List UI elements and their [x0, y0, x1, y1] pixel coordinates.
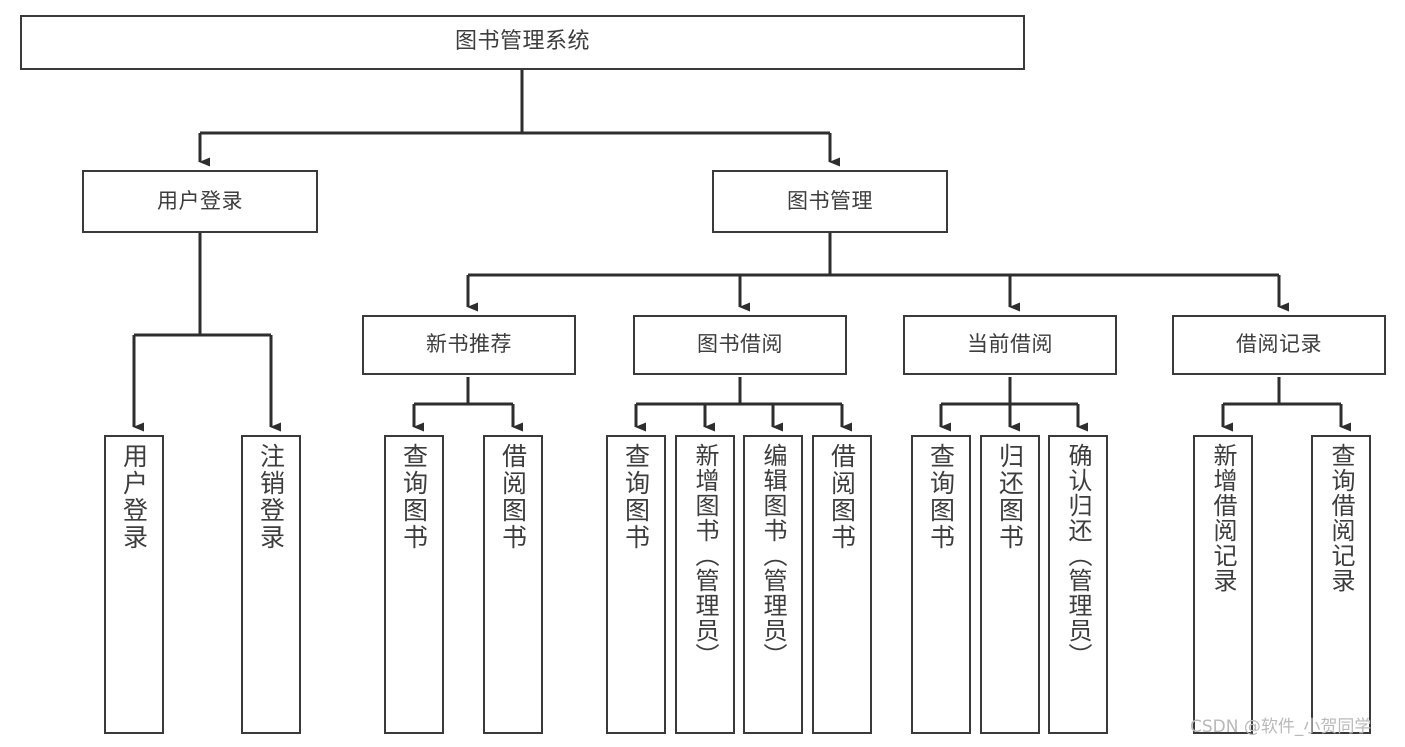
- node-label: 归还图书: [995, 443, 1025, 551]
- node-label: 图书借阅: [697, 332, 783, 357]
- node-user-login[interactable]: 用户登录: [82, 170, 318, 233]
- leaf-return-book[interactable]: 归还图书: [980, 435, 1040, 734]
- node-new-book-recommendation[interactable]: 新书推荐: [362, 315, 576, 375]
- leaf-logout[interactable]: 注销登录: [241, 435, 301, 734]
- node-book-borrowing[interactable]: 图书借阅: [633, 315, 847, 375]
- node-root-book-management-system[interactable]: 图书管理系统: [20, 15, 1025, 70]
- node-label: 注销登录: [256, 443, 286, 551]
- leaf-borrow-book[interactable]: 借阅图书: [812, 435, 872, 734]
- node-label: 借阅记录: [1236, 332, 1322, 357]
- node-label: 图书管理系统: [454, 29, 590, 55]
- leaf-query-book-current[interactable]: 查询图书: [911, 435, 971, 734]
- node-label: 图书管理: [787, 188, 873, 213]
- watermark: CSDN @软件_小贺同学: [1190, 717, 1372, 737]
- node-label: 借阅图书: [827, 443, 857, 551]
- leaf-user-login[interactable]: 用户登录: [104, 435, 164, 734]
- node-label: 新书推荐: [426, 332, 512, 357]
- node-label: 当前借阅: [967, 332, 1053, 357]
- node-label: 查询图书: [399, 443, 429, 551]
- node-label: 新增借阅记录: [1209, 443, 1237, 593]
- leaf-confirm-return-admin[interactable]: 确认归还（管理员）: [1048, 435, 1108, 734]
- node-label: 新增图书（管理员）: [691, 443, 719, 668]
- node-borrowing-record[interactable]: 借阅记录: [1172, 315, 1386, 375]
- node-label: 查询借阅记录: [1327, 443, 1355, 593]
- leaf-edit-book-admin[interactable]: 编辑图书（管理员）: [743, 435, 803, 734]
- leaf-query-book-new[interactable]: 查询图书: [384, 435, 444, 734]
- leaf-query-book-borrow[interactable]: 查询图书: [606, 435, 666, 734]
- node-current-borrowing[interactable]: 当前借阅: [903, 315, 1117, 375]
- node-label: 用户登录: [119, 443, 149, 551]
- node-label: 查询图书: [926, 443, 956, 551]
- leaf-borrow-book-new[interactable]: 借阅图书: [483, 435, 543, 734]
- node-label: 编辑图书（管理员）: [759, 443, 787, 668]
- node-book-management[interactable]: 图书管理: [712, 170, 948, 233]
- node-label: 用户登录: [157, 188, 243, 213]
- node-label: 确认归还（管理员）: [1064, 443, 1092, 668]
- leaf-add-book-admin[interactable]: 新增图书（管理员）: [675, 435, 735, 734]
- leaf-query-borrow-record[interactable]: 查询借阅记录: [1311, 435, 1371, 734]
- node-label: 借阅图书: [498, 443, 528, 551]
- leaf-add-borrow-record[interactable]: 新增借阅记录: [1193, 435, 1253, 734]
- node-label: 查询图书: [621, 443, 651, 551]
